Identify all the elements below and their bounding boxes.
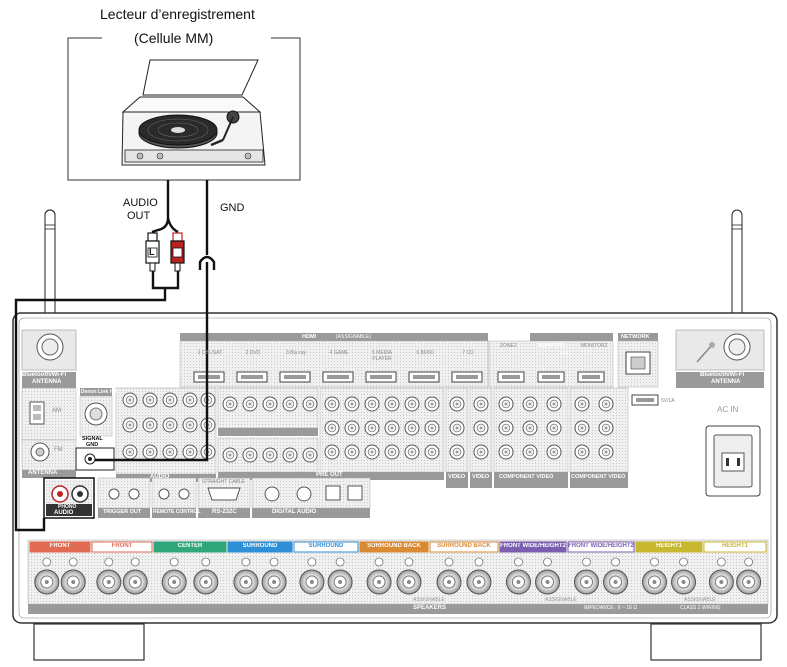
gnd-label: GND — [220, 202, 245, 214]
plug-l-label: L — [149, 247, 155, 257]
hdmi-input-label: 3 Blu-ray — [285, 350, 306, 356]
component-video-label: COMPONENT VIDEO — [499, 474, 554, 480]
audio-section-label: AUDIO — [150, 474, 170, 480]
ac-in-label: AC IN — [717, 405, 739, 414]
trigger-out-label: TRIGGER OUT — [103, 509, 142, 515]
speakers-assignable-2: ASSIGNABLE — [545, 597, 577, 603]
audio-rca-section — [115, 387, 445, 482]
hdmi-section — [179, 333, 614, 388]
am-fm-section — [21, 387, 77, 478]
component-video2-label: COMPONENT VIDEO — [571, 474, 626, 480]
audio-out-label-line1: AUDIO — [123, 197, 158, 209]
device-title-line2: (Cellule MM) — [134, 30, 214, 46]
speaker-channel-label: HEIGHT1 — [721, 543, 748, 549]
video2-label: VIDEO — [472, 474, 490, 480]
turntable-frame — [67, 37, 301, 181]
phono-label: PHONO — [58, 504, 77, 510]
speaker-channel-label: CENTER — [177, 543, 203, 549]
speaker-channel-label: SURROUND BACK — [437, 543, 491, 549]
speaker-channel-label: SURROUND BACK — [367, 543, 421, 549]
impedance-label: IMPEDANCE : 6 ~ 16 Ω — [584, 605, 638, 611]
video-section — [445, 387, 629, 488]
digital-audio-label: DIGITAL AUDIO — [272, 509, 317, 515]
bt-antenna-right-2: ANTENNA — [711, 379, 741, 385]
ac-in — [705, 425, 761, 497]
audio-cable — [14, 180, 185, 532]
speaker-channel-header — [359, 541, 429, 553]
hdmi-input-label: 7 CD — [462, 350, 474, 356]
speaker-channel-label: FRONT — [111, 543, 133, 549]
denon-link-port — [79, 388, 113, 437]
control-ports — [97, 477, 371, 518]
network-section — [617, 333, 659, 388]
usb-port — [631, 394, 659, 406]
plug-r-label: R — [174, 247, 181, 257]
hdmi-input-label: 2 DVD — [245, 350, 261, 356]
device-title-line1: Lecteur d’enregistrement — [100, 6, 255, 22]
hdmi-zone: ZONE2 — [500, 343, 517, 349]
right-antenna-base — [675, 329, 765, 388]
hdmi-arc: ARC — [560, 351, 571, 357]
speaker-channel-header — [567, 541, 635, 553]
audio-in-label: AUDIO — [54, 510, 74, 516]
hdmi-input-label: 1 CBL/SAT — [197, 350, 223, 356]
hdmi-input-label: 5 MEDIA PLAYER — [371, 350, 392, 362]
fm-label: FM — [54, 447, 63, 453]
class-label: CLASS 2 WIRING — [680, 605, 721, 611]
turntable-icon — [121, 59, 266, 166]
network-label: NETWORK — [621, 334, 650, 340]
speaker-channel-header — [635, 541, 703, 553]
video-label: VIDEO — [448, 474, 466, 480]
speaker-channel-header — [429, 541, 499, 553]
speaker-channel-label: FRONT WIDE/HEIGHT2 — [500, 543, 566, 549]
speaker-section — [27, 539, 769, 614]
am-label: AM — [52, 408, 61, 414]
speaker-channel-label: SURROUND — [308, 543, 344, 549]
speaker-channel-header — [293, 541, 359, 553]
speaker-channel-header — [91, 541, 153, 553]
speaker-channel-header — [703, 541, 767, 553]
antenna-section-label: ANTENNA — [28, 470, 58, 476]
bt-antenna-right: Bluetooth/Wi-Fi — [700, 372, 745, 378]
straight-cable-label: STRAIGHT CABLE — [202, 479, 245, 485]
speakers-title: SPEAKERS — [413, 605, 447, 611]
remote-control-label: REMOTE CONTROL — [153, 509, 201, 515]
speaker-channel-header — [499, 541, 567, 553]
hdmi-input-label: 6 8K/60 — [416, 350, 434, 356]
signal-gnd-label-1: SIGNAL — [82, 436, 103, 442]
speakers-assignable: ASSIGNABLE — [413, 597, 445, 603]
signal-gnd-label-2: GND — [86, 442, 99, 448]
speaker-channel-label: FRONT WIDE/HEIGHT2 — [568, 543, 634, 549]
pre-out-label: PRE OUT — [316, 472, 343, 478]
speakers-assignable-3: ASSIGNABLE — [684, 597, 716, 603]
speaker-channel-label: HEIGHT1 — [655, 543, 682, 549]
rs232c-label: RS-232C — [212, 509, 237, 515]
speaker-channel-label: FRONT — [49, 543, 71, 549]
hdmi-input-label: 4 GAME — [329, 350, 349, 356]
speaker-channel-label: SURROUND — [242, 543, 278, 549]
audio-out-label-line2: OUT — [127, 210, 151, 222]
speaker-channel-header — [29, 541, 91, 553]
bt-antenna-left-2: ANTENNA — [32, 379, 62, 385]
phono-section — [43, 477, 95, 519]
hdmi-monitor: MONITOR1 — [538, 343, 565, 349]
bt-antenna-left: Bluetooth/Wi-Fi — [22, 372, 67, 378]
left-antenna-base — [21, 329, 77, 388]
usb-label: 5V/1A — [661, 398, 675, 404]
speaker-channel-header — [227, 541, 293, 553]
hdmi-monitor2: MONITOR2 — [581, 343, 608, 349]
gnd-cable — [95, 180, 216, 462]
denon-link-label: Denon Link HD — [81, 389, 117, 395]
speaker-channel-header — [153, 541, 227, 553]
hdmi-header: HDMI — [302, 334, 317, 340]
hdmi-assignable: (ASSIGNABLE) — [336, 334, 372, 340]
